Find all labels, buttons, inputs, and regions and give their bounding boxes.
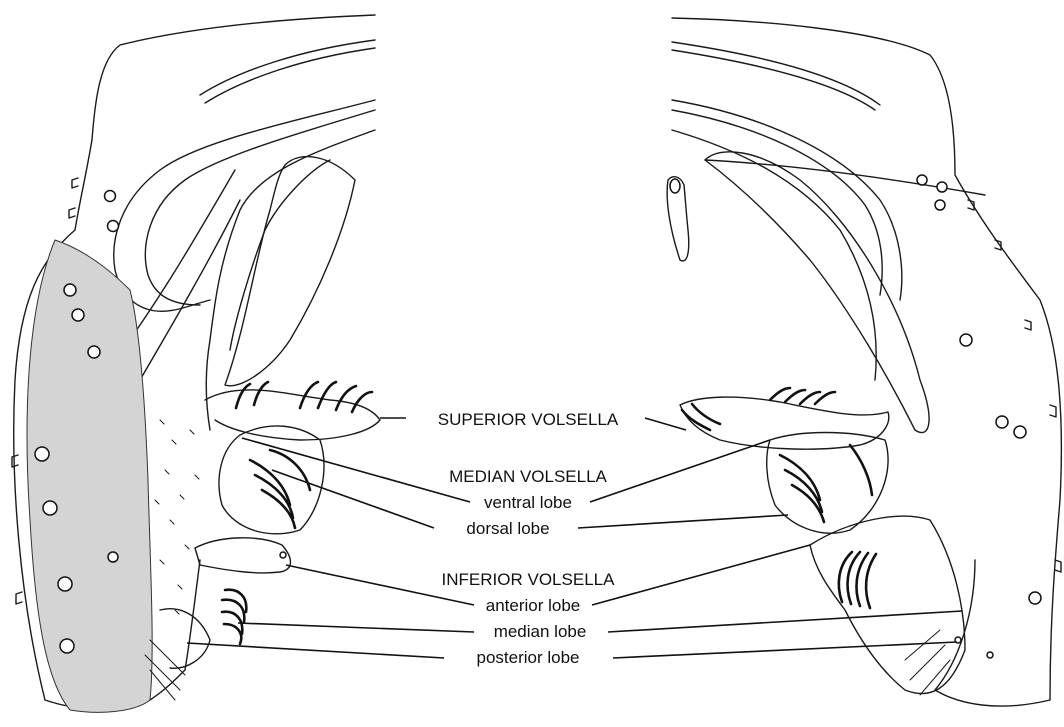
left-superior-volsella xyxy=(205,390,380,440)
left-inferior-volsella-anterior xyxy=(195,538,290,573)
left-pore xyxy=(60,639,74,653)
left-arc-6 xyxy=(230,160,330,350)
left-microtrichia xyxy=(155,420,199,614)
label-median-lobe: median lobe xyxy=(494,622,587,641)
right-pore xyxy=(996,416,1008,428)
right-outer-outline xyxy=(672,18,1061,706)
right-pore xyxy=(917,175,927,185)
left-hypopygium-drawing xyxy=(12,15,380,712)
left-pore xyxy=(108,221,119,232)
right-superior-volsella xyxy=(680,397,889,449)
right-median-volsella-setae xyxy=(780,445,872,522)
leader-median-left xyxy=(238,623,474,632)
leader-anterior-right xyxy=(592,545,810,605)
label-anterior-lobe: anterior lobe xyxy=(486,596,581,615)
left-pore xyxy=(88,346,100,358)
left-median-volsella xyxy=(219,426,324,534)
left-pore xyxy=(105,191,116,202)
left-median-volsella-setae xyxy=(250,450,310,528)
right-pore xyxy=(960,334,972,346)
leader-ventral-left xyxy=(242,438,470,502)
right-pore-small xyxy=(987,652,993,658)
left-superior-volsella-setae xyxy=(236,382,372,412)
left-pore xyxy=(43,501,57,515)
right-inferior-median-lobe-setae xyxy=(839,552,876,608)
left-inferior-posterior-lobe xyxy=(160,609,210,669)
label-ventral-lobe: ventral lobe xyxy=(484,493,572,512)
right-pore xyxy=(1029,592,1041,604)
leader-posterior-right xyxy=(613,642,957,658)
right-arc-4 xyxy=(672,110,882,295)
label-median-volsella: MEDIAN VOLSELLA xyxy=(449,467,607,486)
left-pore xyxy=(72,309,84,321)
left-pore xyxy=(108,552,118,562)
leader-dorsal-left xyxy=(272,470,434,528)
label-dorsal-lobe: dorsal lobe xyxy=(466,519,549,538)
leader-dorsal-right xyxy=(578,515,788,528)
right-pore xyxy=(935,200,945,210)
right-aedeagal-lobe xyxy=(705,152,929,433)
left-pore xyxy=(58,577,72,591)
left-inferior-median-lobe-setae xyxy=(222,590,246,644)
right-inferior-volsella xyxy=(810,516,965,693)
label-posterior-lobe: posterior lobe xyxy=(476,648,579,667)
left-arc-4 xyxy=(145,110,375,305)
right-arc-2 xyxy=(672,50,875,110)
left-apodeme xyxy=(225,157,355,386)
leader-superior-right xyxy=(645,418,686,430)
right-spike-pore xyxy=(670,179,680,193)
leader-ventral-right xyxy=(590,440,770,502)
right-hypopygium-drawing xyxy=(667,18,1061,706)
right-pore xyxy=(1014,426,1026,438)
left-gonocoxite-stipple xyxy=(27,240,152,712)
label-inferior-volsella: INFERIOR VOLSELLA xyxy=(442,570,616,589)
right-margin-notches xyxy=(968,200,1061,572)
left-pore xyxy=(64,284,76,296)
leader-median-right xyxy=(608,611,962,632)
right-pore xyxy=(937,182,947,192)
right-arc-3 xyxy=(672,100,902,300)
left-arc-3 xyxy=(114,100,375,311)
left-pore-small xyxy=(280,552,286,558)
left-pore xyxy=(35,447,49,461)
label-superior-volsella: SUPERIOR VOLSELLA xyxy=(438,410,619,429)
labels: SUPERIOR VOLSELLA MEDIAN VOLSELLA ventra… xyxy=(438,410,619,667)
leader-posterior-left xyxy=(187,643,444,658)
